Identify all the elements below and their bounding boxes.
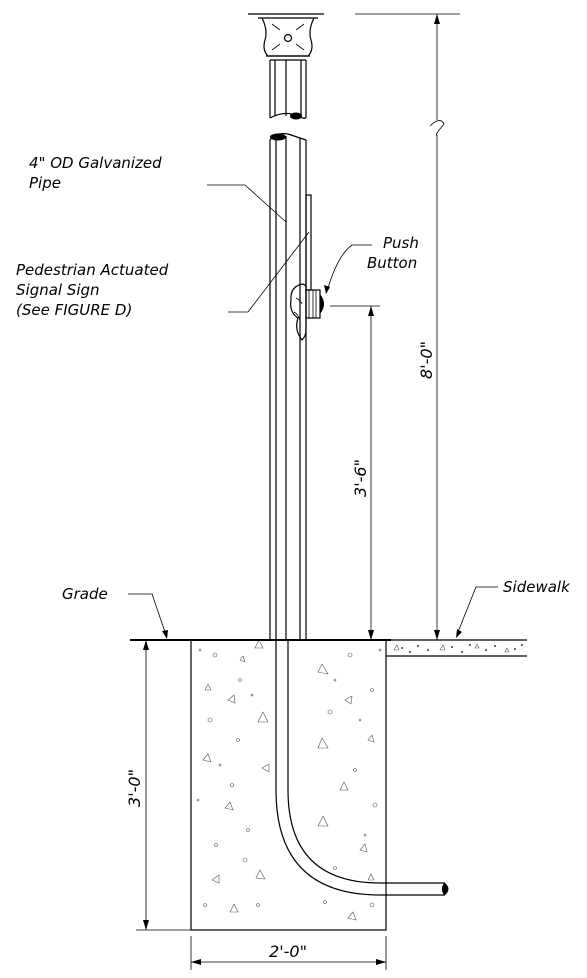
sidewalk-slab xyxy=(386,639,527,657)
callout-push-button: Push Button xyxy=(324,234,419,294)
callout-grade: Grade xyxy=(62,585,168,639)
dimension-overall-height: 8'-0" xyxy=(355,13,460,640)
pipe-upper-segment xyxy=(269,60,307,120)
callout-ped-line1: Pedestrian Actuated xyxy=(16,261,169,279)
footing-aggregate xyxy=(196,639,382,921)
callout-push-line2: Button xyxy=(367,254,417,272)
post-cap xyxy=(248,13,324,61)
callout-pipe-line1: 4" OD Galvanized xyxy=(29,154,162,172)
conduit-sweep xyxy=(275,640,449,896)
dimension-footing-depth-label: 3'-0" xyxy=(125,769,144,807)
dimension-footing-depth: 3'-0" xyxy=(125,640,191,931)
callout-pipe: 4" OD Galvanized Pipe xyxy=(29,154,287,223)
dimension-overall-height-label: 8'-0" xyxy=(417,341,436,379)
pipe-main xyxy=(269,133,307,640)
callout-grade-label: Grade xyxy=(62,585,108,603)
callout-ped-line3: (See FIGURE D) xyxy=(16,301,132,319)
callout-pipe-line2: Pipe xyxy=(29,174,61,192)
dimension-button-height-label: 3'-6" xyxy=(351,459,370,497)
callout-sidewalk: Sidewalk xyxy=(456,578,571,638)
push-button xyxy=(290,283,324,341)
callout-ped-sign: Pedestrian Actuated Signal Sign (See FIG… xyxy=(16,231,310,319)
callout-sidewalk-label: Sidewalk xyxy=(503,578,571,596)
dimension-footing-width: 2'-0" xyxy=(190,936,387,970)
dimension-button-height: 3'-6" xyxy=(330,305,380,640)
signal-sign-plate xyxy=(305,194,312,291)
callout-ped-line2: Signal Sign xyxy=(16,281,100,299)
callout-push-line1: Push xyxy=(383,234,419,252)
dimension-footing-width-label: 2'-0" xyxy=(269,942,307,961)
